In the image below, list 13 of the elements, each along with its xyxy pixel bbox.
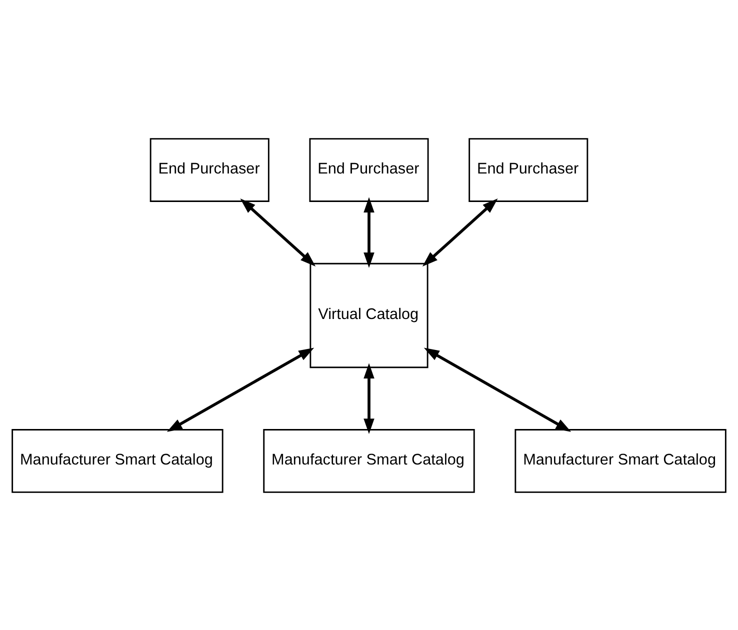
- node-box: Manufacturer Smart Catalog: [514, 428, 726, 492]
- arrow: [422, 198, 498, 266]
- node-box: End Purchaser: [150, 138, 270, 202]
- arrow: [364, 196, 374, 268]
- node-box: Virtual Catalog: [310, 262, 428, 368]
- node-box: End Purchaser: [309, 138, 429, 202]
- node-box: Manufacturer Smart Catalog: [12, 428, 224, 492]
- arrow: [364, 362, 374, 434]
- arrow: [166, 347, 314, 432]
- node-box: Manufacturer Smart Catalog: [263, 428, 475, 492]
- node-box: End Purchaser: [468, 138, 588, 202]
- arrow: [424, 347, 572, 432]
- arrow: [240, 198, 316, 266]
